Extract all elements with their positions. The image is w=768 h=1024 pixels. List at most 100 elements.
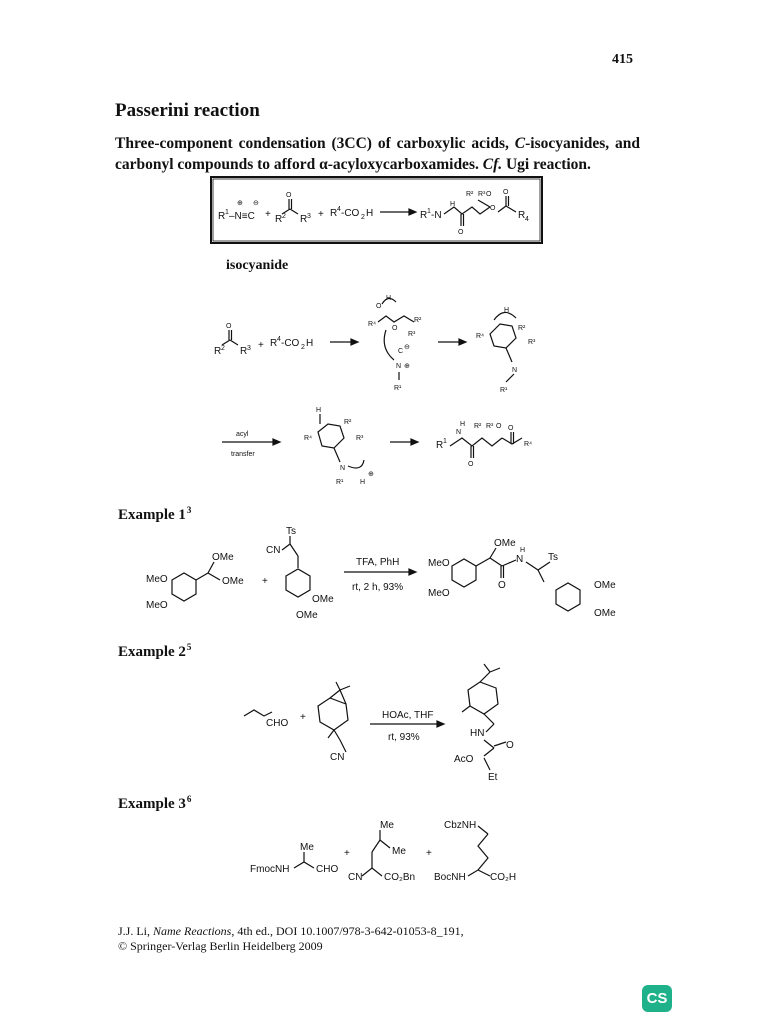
svg-text:1: 1 <box>427 208 431 215</box>
svg-text:N: N <box>456 429 461 436</box>
svg-text:1: 1 <box>443 438 447 445</box>
example-1-conditions-top: TFA, PhH <box>356 557 399 568</box>
svg-text:H: H <box>360 479 365 486</box>
svg-text:R²: R² <box>474 423 482 430</box>
svg-text:R: R <box>214 346 221 357</box>
svg-text:Ts: Ts <box>548 552 558 563</box>
svg-text:OMe: OMe <box>594 580 616 591</box>
example-1-conditions-bottom: rt, 2 h, 93% <box>352 582 403 593</box>
footer-line-1: J.J. Li, Name Reactions, 4th ed., DOI 10… <box>118 924 464 938</box>
svg-text:4: 4 <box>525 216 529 223</box>
svg-text:R⁴: R⁴ <box>476 333 484 340</box>
svg-text:CbzNH: CbzNH <box>444 820 476 831</box>
svg-text:O: O <box>486 191 492 198</box>
svg-text:MeO: MeO <box>146 574 168 585</box>
example-1-heading: Example 13 <box>118 505 192 523</box>
example-3-scheme: FmocNH Me CHO + CN Me Me CO₂Bn + CbzNH B… <box>250 820 516 883</box>
svg-text:OMe: OMe <box>222 576 244 587</box>
svg-text:+: + <box>265 209 271 220</box>
example-3-heading: Example 36 <box>118 794 192 812</box>
svg-text:R: R <box>300 214 307 225</box>
svg-text:OMe: OMe <box>312 594 334 605</box>
svg-text:R⁴: R⁴ <box>304 435 312 442</box>
svg-text:O: O <box>506 740 514 751</box>
svg-text:O: O <box>458 229 464 236</box>
svg-text:4: 4 <box>337 206 341 213</box>
svg-text:2: 2 <box>301 344 305 351</box>
svg-text:N: N <box>516 554 523 565</box>
svg-text:R²: R² <box>344 419 352 426</box>
svg-text:O: O <box>496 423 502 430</box>
svg-text:MeO: MeO <box>428 588 450 599</box>
svg-text:-CO: -CO <box>281 338 300 349</box>
svg-text:N: N <box>396 363 401 370</box>
svg-text:Me: Me <box>300 842 314 853</box>
svg-text:-N: -N <box>431 210 442 221</box>
example-1-scheme: MeO MeO OMe OMe + CN Ts OMe OMe TFA, PhH… <box>146 526 616 621</box>
camscanner-badge[interactable]: CS <box>642 985 672 1012</box>
svg-text:H: H <box>306 338 313 349</box>
svg-text:O: O <box>286 192 292 199</box>
svg-text:R³: R³ <box>408 331 416 338</box>
svg-text:O: O <box>503 189 509 196</box>
svg-text:CN: CN <box>348 872 362 883</box>
svg-text:HN: HN <box>470 728 484 739</box>
intro-paragraph: Three-component condensation (3CC) of ca… <box>115 135 640 173</box>
svg-text:1: 1 <box>225 209 229 216</box>
svg-text:+: + <box>344 848 350 859</box>
svg-text:+: + <box>318 209 324 220</box>
svg-text:O: O <box>508 425 514 432</box>
svg-text:CHO: CHO <box>316 864 338 875</box>
page-number: 415 <box>612 52 633 67</box>
svg-text:CO₂Bn: CO₂Bn <box>384 872 415 883</box>
svg-text:⊖: ⊖ <box>253 200 259 207</box>
svg-text:R: R <box>518 210 525 221</box>
svg-text:+: + <box>300 712 306 723</box>
svg-text:O: O <box>376 303 382 310</box>
footer-line-2: © Springer-Verlag Berlin Heidelberg 2009 <box>118 939 323 953</box>
svg-text:R: R <box>240 346 247 357</box>
svg-text:R³: R³ <box>478 191 486 198</box>
svg-text:AcO: AcO <box>454 754 474 765</box>
svg-text:⊕: ⊕ <box>368 471 374 478</box>
svg-text:R²: R² <box>518 325 526 332</box>
svg-text:Et: Et <box>488 772 498 783</box>
svg-text:R²: R² <box>466 191 474 198</box>
svg-text:R: R <box>436 440 443 451</box>
svg-text:R: R <box>218 211 225 222</box>
svg-text:H: H <box>450 201 455 208</box>
svg-text:H: H <box>460 421 465 428</box>
svg-text:R: R <box>270 338 277 349</box>
transfer-label: transfer <box>231 451 255 458</box>
svg-text:⊖: ⊖ <box>404 344 410 351</box>
svg-text:R: R <box>275 214 282 225</box>
svg-text:2: 2 <box>282 213 286 220</box>
svg-text:C: C <box>398 348 403 355</box>
svg-text:R: R <box>330 208 337 219</box>
svg-text:2: 2 <box>361 214 365 221</box>
svg-text:MeO: MeO <box>146 600 168 611</box>
example-2-heading: Example 25 <box>118 642 192 660</box>
svg-text:R⁴: R⁴ <box>524 441 532 448</box>
svg-text:CO₂H: CO₂H <box>490 872 516 883</box>
svg-text:4: 4 <box>277 336 281 343</box>
svg-text:R²: R² <box>414 317 422 324</box>
svg-text:O: O <box>392 325 398 332</box>
svg-text:2: 2 <box>221 345 225 352</box>
svg-text:N: N <box>512 367 517 374</box>
svg-text:OMe: OMe <box>296 610 318 621</box>
svg-text:-CO: -CO <box>341 208 360 219</box>
example-2-conditions-bottom: rt, 93% <box>388 732 420 743</box>
svg-text:R³: R³ <box>528 339 536 346</box>
svg-text:R¹: R¹ <box>500 387 508 394</box>
svg-text:+: + <box>262 576 268 587</box>
svg-text:+: + <box>426 848 432 859</box>
svg-text:Me: Me <box>392 846 406 857</box>
acyl-label: acyl <box>236 431 249 438</box>
svg-text:⊕: ⊕ <box>237 200 243 207</box>
svg-text:R³: R³ <box>486 423 494 430</box>
